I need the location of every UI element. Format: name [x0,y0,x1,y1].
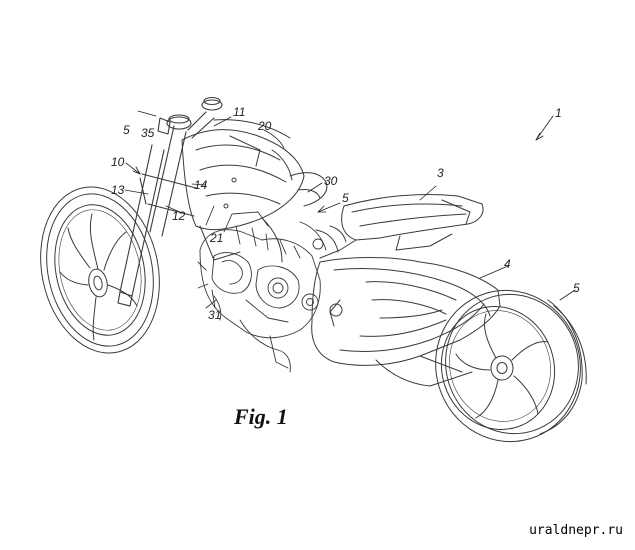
leader-lines [124,110,576,309]
seat-tail [319,193,484,259]
ref-label-fork-leg: 12 [172,209,186,223]
ref-label-airbox: 30 [324,174,338,188]
engine-block [197,211,339,373]
ref-label-section-mark-front: 5 [123,123,130,137]
ref-label-fork-cap: 35 [141,126,155,140]
rear-wheel [435,289,587,443]
swingarm [311,257,501,387]
ref-label-front-fork: 10 [111,155,125,169]
ref-label-frame-joint: 14 [194,178,208,192]
front-fork [117,96,223,307]
ref-label-engine: 31 [208,308,222,322]
ref-label-steering-head: 11 [233,105,246,119]
ref-label-fork-clamp: 13 [111,183,125,197]
ref-label-frame-front: 21 [210,231,224,245]
ref-label-overall: 1 [555,106,562,120]
ref-label-rear-wheel: 5 [573,281,580,295]
ref-label-tank-cover: 20 [258,119,272,133]
watermark: uraldnepr.ru [526,522,626,539]
ref-label-swingarm: 4 [504,257,511,271]
figure-caption: Fig. 1 [234,404,288,429]
ref-label-rear-section-mark: 5 [342,191,349,205]
ref-label-seat-tail: 3 [437,166,444,180]
